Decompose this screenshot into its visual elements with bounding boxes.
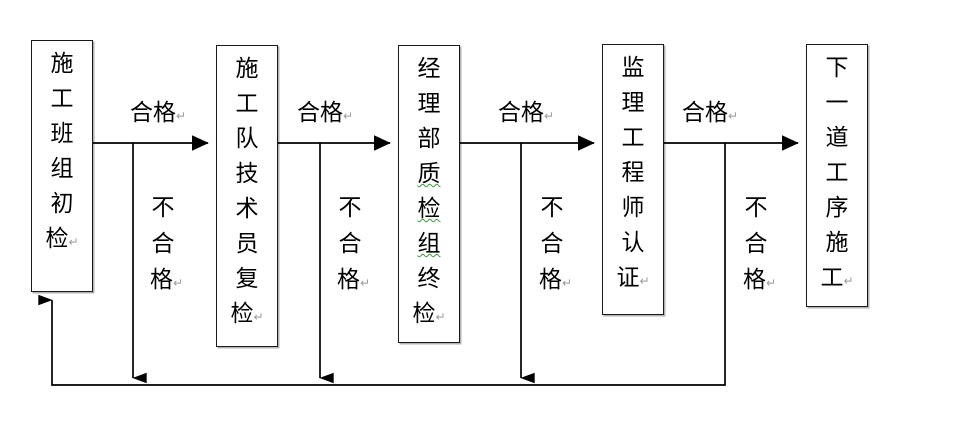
edge-label-pass-3: 合格↵: [498, 100, 555, 126]
node-box-3-label: 经理部质检组终检↵: [412, 56, 446, 327]
node-box-3[interactable]: 经理部质检组终检↵: [398, 45, 460, 343]
node-box-5[interactable]: 下一道工序施工↵: [806, 44, 868, 307]
edge-label-fail-2: 不合格↵: [337, 195, 371, 293]
node-box-4-label: 监理工程师认证↵: [616, 55, 650, 291]
node-box-1[interactable]: 施工班组初检↵: [31, 40, 93, 292]
edge-label-pass-1: 合格↵: [130, 100, 187, 126]
node-box-2-label: 施工队技术员复检↵: [230, 56, 264, 327]
edge-label-fail-3: 不合格↵: [539, 195, 573, 293]
node-box-5-label: 下一道工序施工↵: [820, 55, 854, 291]
edge-label-fail-1: 不合格↵: [150, 195, 184, 293]
edge-label-fail-4: 不合格↵: [743, 195, 777, 293]
node-box-2[interactable]: 施工队技术员复检↵: [216, 45, 278, 347]
node-box-1-label: 施工班组初检↵: [45, 51, 79, 252]
edge-label-pass-2: 合格↵: [297, 100, 354, 126]
edge-label-pass-4: 合格↵: [682, 100, 739, 126]
node-box-4[interactable]: 监理工程师认证↵: [602, 44, 664, 315]
